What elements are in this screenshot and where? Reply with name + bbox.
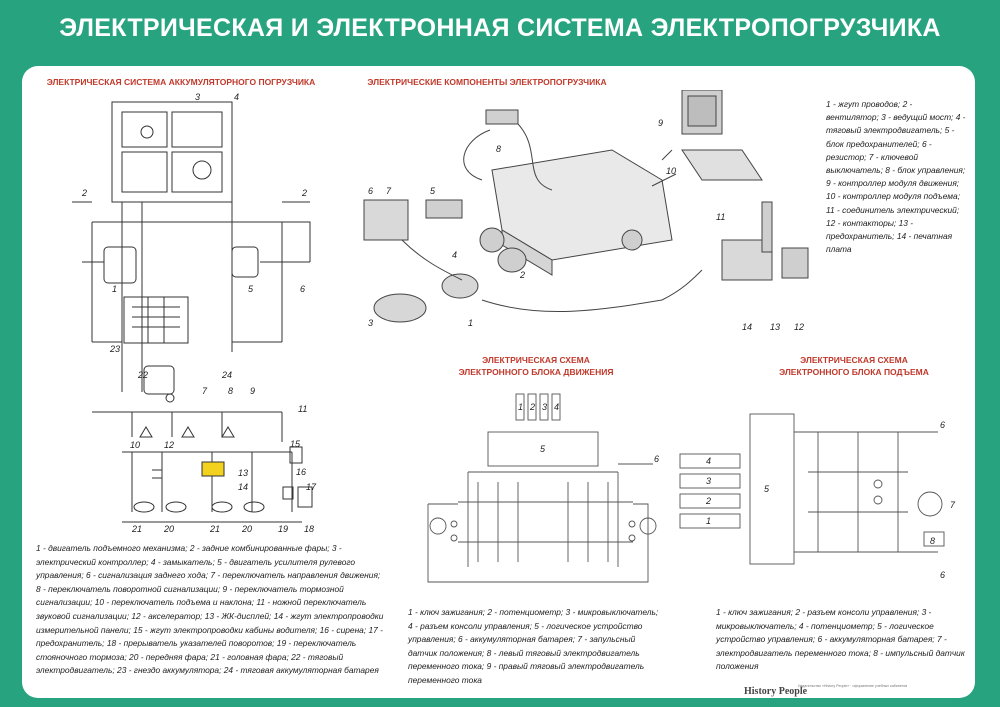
component-label-2: 2 [519, 270, 525, 280]
component-label-3: 3 [368, 318, 373, 328]
component-label-1: 1 [468, 318, 473, 328]
lift-legend: 1 - ключ зажигания; 2 - разъем консоли у… [716, 607, 965, 672]
motion-schematic: 1 2 3 4 5 6 [427, 393, 659, 583]
motion-key-3: 3 [542, 402, 547, 412]
lift-label-1: 1 [706, 516, 711, 526]
battery-legend: 1 - двигатель подъемного механизма; 2 - … [36, 543, 384, 676]
battery-label-24: 24 [221, 370, 232, 380]
motion-key-2: 2 [529, 402, 535, 412]
component-label-6: 6 [368, 186, 373, 196]
motion-legend: 1 - ключ зажигания; 2 - потенциометр; 3 … [408, 607, 659, 685]
motion-logic-block-label: 5 [540, 444, 546, 454]
lift-label-4: 4 [706, 456, 711, 466]
lift-schematic: 4 3 2 1 5 6 7 8 6 [679, 413, 956, 580]
components-illustration: 8 9 10 6 7 5 4 2 3 1 11 14 13 12 [363, 90, 809, 332]
lift-motor-label: 7 [950, 500, 956, 510]
battery-label-8: 8 [228, 386, 233, 396]
lift-label-3: 3 [706, 476, 711, 486]
lift-battery-label-top: 6 [940, 420, 945, 430]
component-label-8: 8 [496, 144, 501, 154]
battery-label-19: 19 [278, 524, 288, 534]
battery-label-9: 9 [250, 386, 255, 396]
publisher-imprint: Издательство «History People» · оформлен… [798, 684, 908, 688]
battery-label-16: 16 [296, 467, 306, 477]
battery-label-10: 10 [130, 440, 140, 450]
motion-key-4: 4 [554, 402, 559, 412]
battery-label-18: 18 [304, 524, 314, 534]
battery-label-3: 3 [195, 92, 200, 102]
battery-label-15: 15 [290, 439, 301, 449]
battery-label-12: 12 [164, 440, 174, 450]
battery-wiring-diagram: 3 4 2 2 1 5 6 23 22 24 7 8 9 11 10 12 15… [72, 92, 317, 534]
battery-label-4: 4 [234, 92, 239, 102]
battery-label-14: 14 [238, 482, 248, 492]
lift-label-2: 2 [705, 496, 711, 506]
battery-label-23: 23 [109, 344, 120, 354]
battery-label-11: 11 [298, 404, 307, 414]
component-label-5: 5 [430, 186, 436, 196]
battery-label-5: 5 [248, 284, 254, 294]
poster-panel: ЭЛЕКТРИЧЕСКАЯ СИСТЕМА АККУМУЛЯТОРНОГО ПО… [22, 66, 975, 698]
component-label-7: 7 [386, 186, 392, 196]
battery-label-13: 13 [238, 468, 248, 478]
battery-label-2a: 2 [81, 188, 87, 198]
battery-label-22: 22 [137, 370, 148, 380]
battery-label-1: 1 [112, 284, 117, 294]
component-label-13: 13 [770, 322, 780, 332]
component-label-4: 4 [452, 250, 457, 260]
battery-label-2b: 2 [301, 188, 307, 198]
battery-label-20b: 20 [241, 524, 252, 534]
lift-battery-label-bottom: 6 [940, 570, 945, 580]
component-label-11: 11 [716, 212, 725, 222]
battery-label-7: 7 [202, 386, 208, 396]
motion-battery-label: 6 [654, 454, 659, 464]
battery-label-20a: 20 [163, 524, 174, 534]
battery-system-heading: ЭЛЕКТРИЧЕСКАЯ СИСТЕМА АККУМУЛЯТОРНОГО ПО… [46, 77, 316, 87]
components-legend: 1 - жгут проводов; 2 - вентилятор; 3 - в… [826, 99, 966, 255]
battery-label-21b: 21 [209, 524, 220, 534]
battery-label-17: 17 [306, 482, 317, 492]
battery-label-6: 6 [300, 284, 305, 294]
battery-label-21a: 21 [131, 524, 142, 534]
publisher-brand: History People [744, 686, 808, 697]
component-label-9: 9 [658, 118, 663, 128]
lift-logic-block-label: 5 [764, 484, 770, 494]
component-label-14: 14 [742, 322, 752, 332]
components-heading: ЭЛЕКТРИЧЕСКИЕ КОМПОНЕНТЫ ЭЛЕКТРОПОГРУЗЧИ… [367, 77, 607, 87]
page-title: ЭЛЕКТРИЧЕСКАЯ И ЭЛЕКТРОННАЯ СИСТЕМА ЭЛЕК… [59, 14, 941, 42]
component-label-12: 12 [794, 322, 804, 332]
motion-key-1: 1 [518, 402, 523, 412]
lift-sensor-label: 8 [930, 536, 935, 546]
component-label-10: 10 [666, 166, 676, 176]
